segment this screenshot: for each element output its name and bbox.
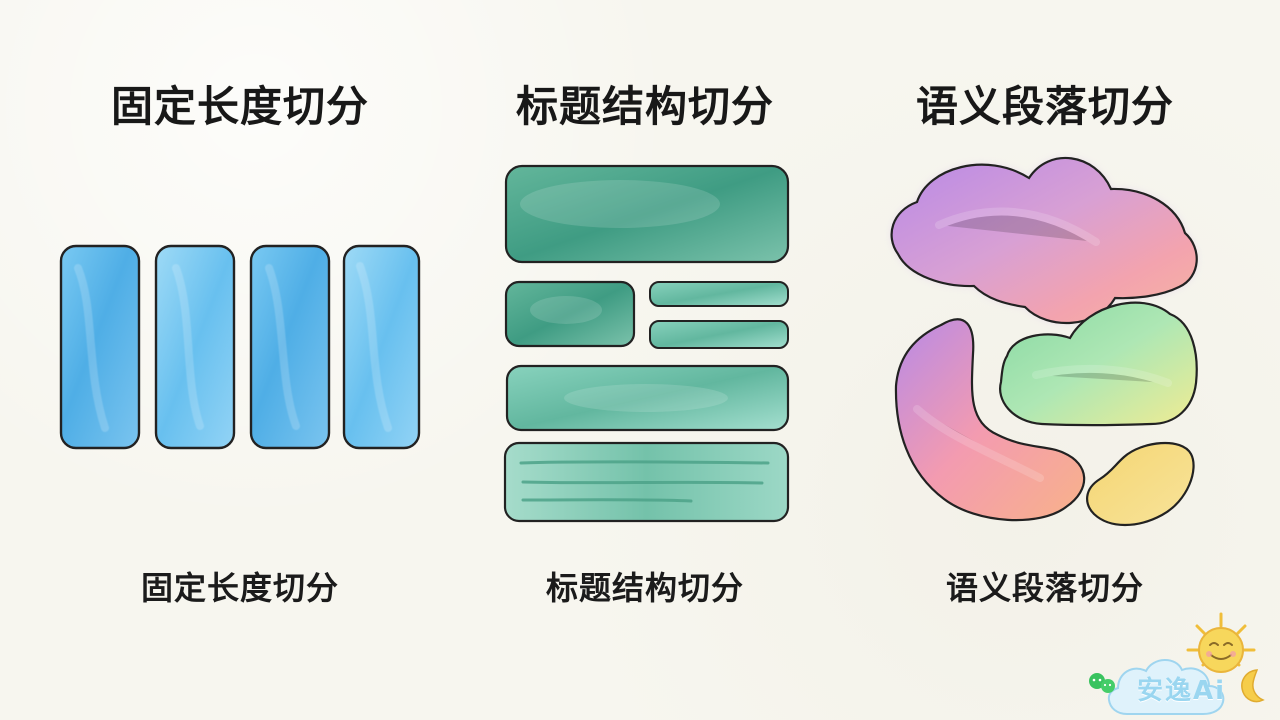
content-line-2 [521,480,764,485]
fixed-chunk-3 [249,244,331,450]
fixed-length-split-caption: 固定长度切分 [140,569,339,607]
fixed-chunk-4 [342,244,421,450]
cloud-icon [1107,659,1225,715]
watermark-graphic [1089,612,1265,715]
fixed-chunk-1 [59,244,141,450]
wechat-icon [1089,673,1115,693]
fixed-length-split-column: 固定长度切分 [59,0,421,720]
semantic-paragraph-split-caption: 语义段落切分 [945,569,1144,607]
semantic-cloud-right [999,301,1198,427]
fixed-chunk-2 [154,244,236,450]
anyi-ai-watermark: 安逸Ai [1085,610,1275,715]
heading-structure-split-column: 标题结构切分 [465,0,825,720]
subtitle-block-left [504,280,636,348]
content-line-1 [519,460,770,465]
content-line-3 [521,498,693,503]
subtitle-line-2 [649,320,789,349]
fixed-length-blocks [59,150,421,540]
semantic-paragraph-split-column: 语义段落切分 [865,0,1225,720]
heading-structure-split-caption: 标题结构切分 [545,569,744,607]
section-block [505,364,790,432]
heading-structure-split-heading: 标题结构切分 [515,82,774,131]
title-block-top [504,164,790,264]
fixed-length-split-heading: 固定长度切分 [110,82,369,131]
heading-structure-illustration [503,164,790,523]
moon-icon [1241,669,1265,703]
semantic-blob-bottom-right [1086,442,1195,526]
fixed-length-illustration [59,244,421,450]
semantic-arc-left [894,318,1086,522]
semantic-paragraph-illustration [890,156,1198,526]
semantic-cloud-top [890,156,1198,325]
semantic-paragraph-shapes [865,150,1225,540]
heading-structure-blocks [465,150,825,540]
watermark-text: 安逸Ai [1137,676,1227,706]
sun-icon [1186,612,1256,673]
subtitle-line-1 [649,281,789,307]
semantic-paragraph-split-heading: 语义段落切分 [915,82,1174,131]
